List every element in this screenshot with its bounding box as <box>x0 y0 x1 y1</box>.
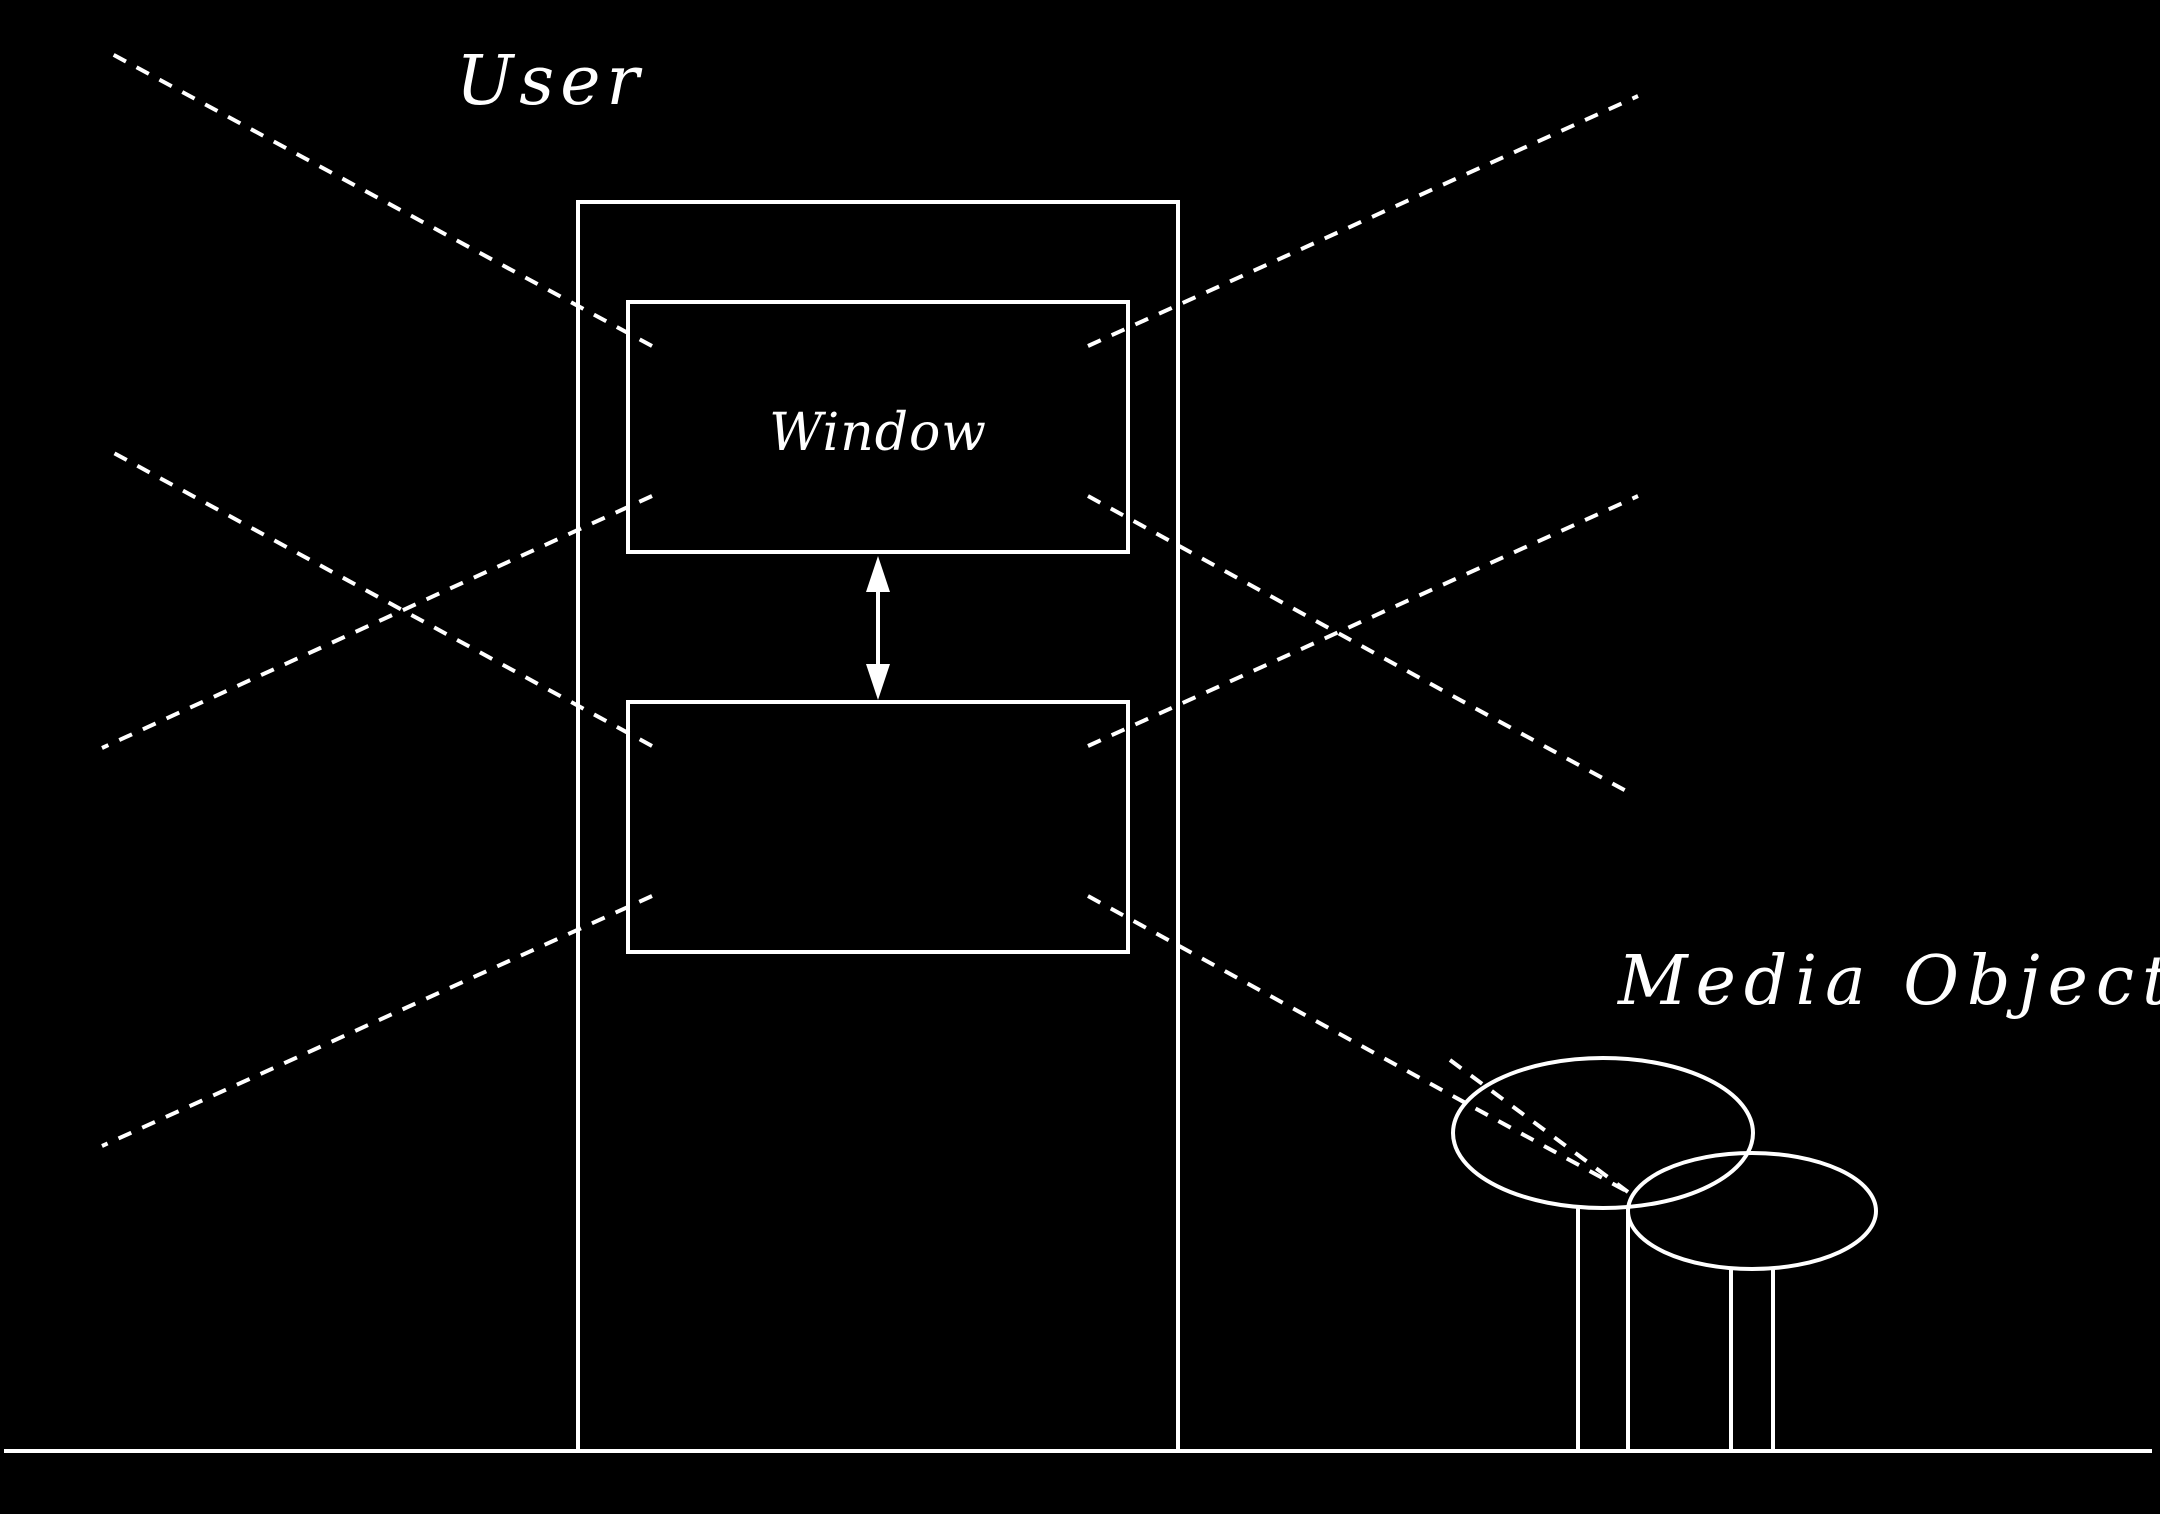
double-arrow-icon <box>866 556 890 700</box>
lower-window-rect <box>626 700 1130 954</box>
media-object-back <box>1626 1151 1878 1451</box>
media-object-front <box>1451 1056 1755 1451</box>
media-objects-label: Media Objects <box>1616 942 2160 1021</box>
ray-upper-left-bottom <box>101 494 653 750</box>
window-rect <box>626 300 1130 554</box>
ray-upper-right-bottom <box>1087 494 1629 794</box>
user-label: User <box>456 42 645 121</box>
user-frame <box>576 200 1180 1453</box>
ray-upper-right-top <box>1087 94 1639 348</box>
ray-lower-right-bottom <box>1087 894 1629 1194</box>
ray-lower-right-top <box>1087 494 1639 748</box>
window-label: Window <box>769 403 987 463</box>
ray-lower-left-top <box>111 450 653 748</box>
ray-over-media <box>1448 1058 1630 1194</box>
ray-lower-left-bottom <box>101 894 653 1148</box>
